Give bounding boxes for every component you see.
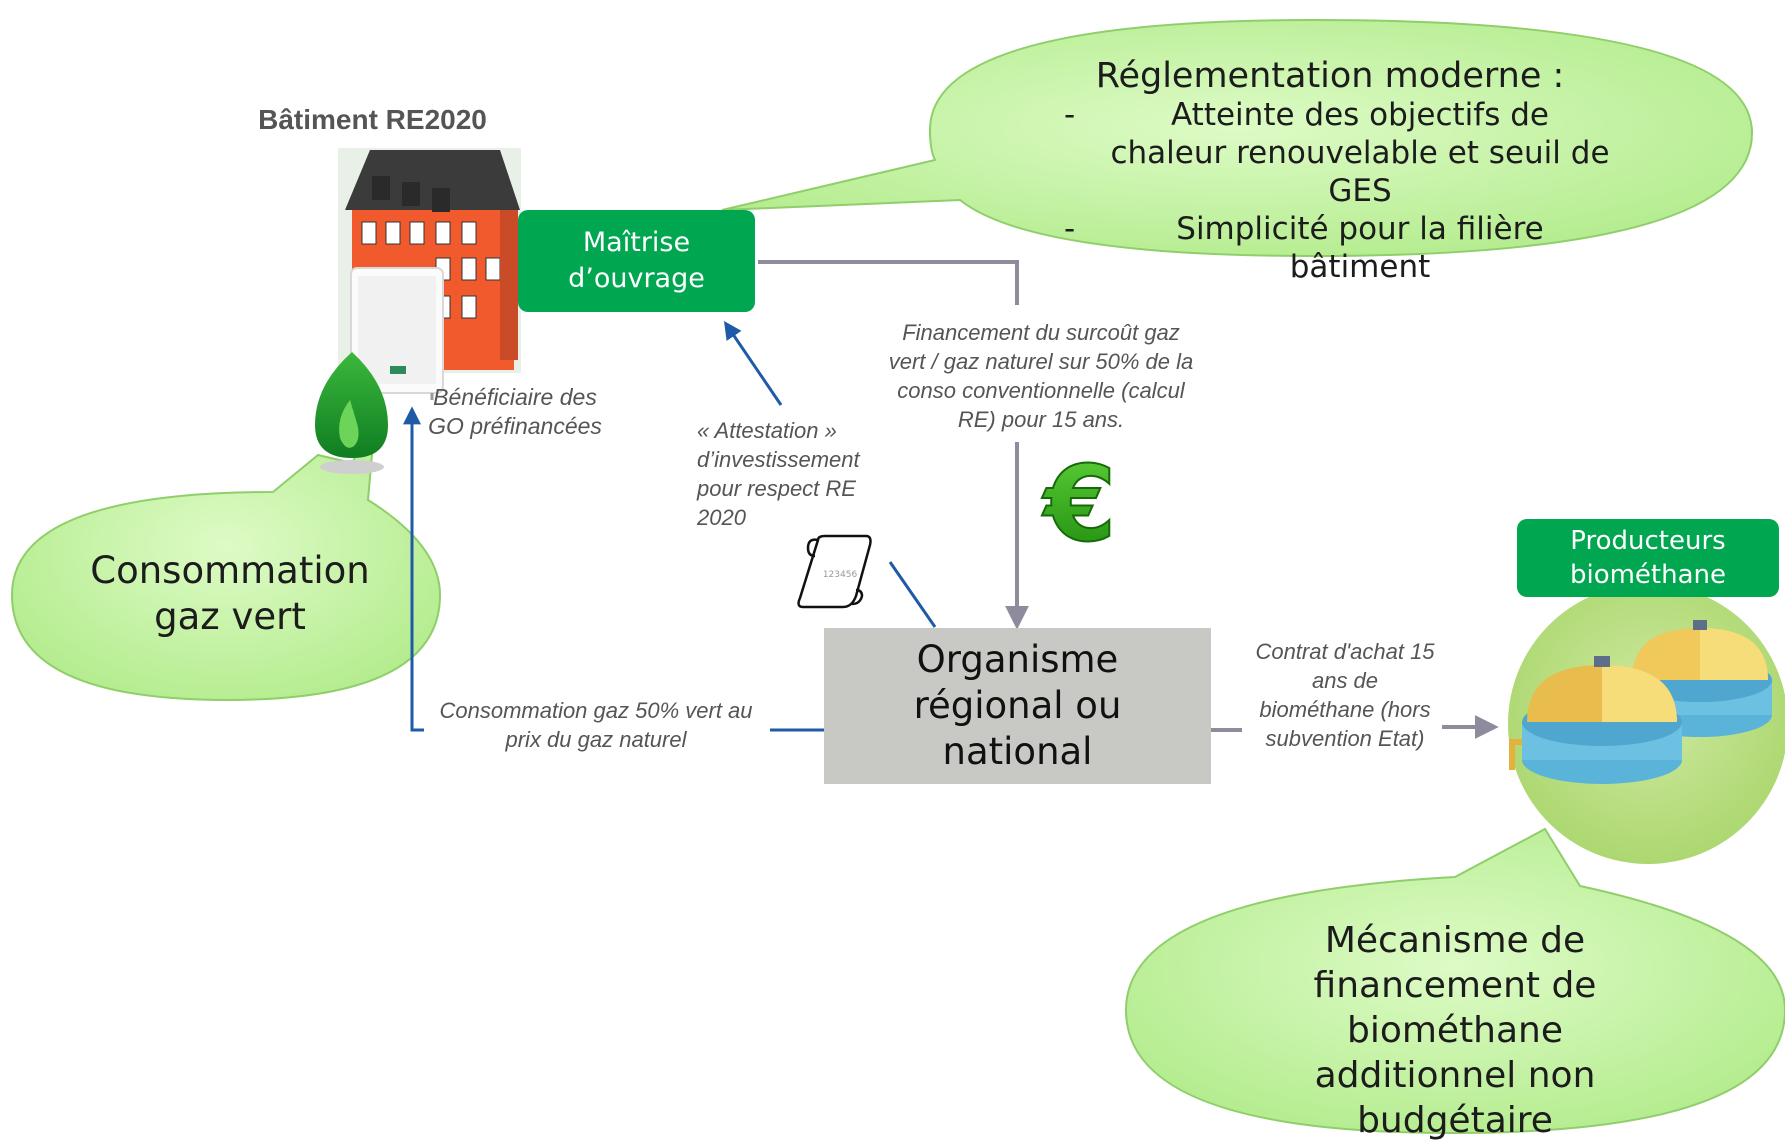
regulation-item: - Simplicité pour la filière bâtiment bbox=[1064, 211, 1544, 285]
line-attestation-lower bbox=[888, 561, 937, 628]
regulation-bullet: - bbox=[1064, 97, 1076, 133]
producteurs-label: Producteurs biométhane bbox=[1569, 526, 1727, 590]
arrow-financement bbox=[758, 260, 1019, 305]
financement-note: Financement du surcoût gaz vert / gaz na… bbox=[888, 320, 1194, 432]
organisme-label: Organisme régional ou national bbox=[913, 638, 1122, 773]
consommation-text: Consommation gaz vert bbox=[90, 549, 370, 638]
attestation-note: « Attestation » d’investissement pour re… bbox=[697, 418, 860, 530]
boiler-image bbox=[350, 267, 444, 400]
regulation-list: - Atteinte des objectifs de chaleur reno… bbox=[1050, 96, 1610, 286]
regulation-title: Réglementation moderne : bbox=[1095, 56, 1565, 96]
mecanisme-text: Mécanisme de financement de biométhane a… bbox=[1313, 920, 1597, 1141]
maitrise-ouvrage-box: Maîtrise d’ouvrage bbox=[518, 210, 755, 312]
arrow-consommation-gaz bbox=[403, 406, 424, 732]
producteurs-box: Producteurs biométhane bbox=[1517, 519, 1779, 597]
regulation-text: Réglementation moderne : - Atteinte des … bbox=[1050, 56, 1610, 286]
beneficiary-note: Bénéficiaire des GO préfinancées bbox=[428, 384, 602, 439]
consommation-bubble bbox=[10, 419, 442, 702]
svg-text:€: € bbox=[1042, 443, 1116, 565]
regulation-item: - Atteinte des objectifs de chaleur reno… bbox=[1064, 97, 1610, 209]
arrow-attestation bbox=[723, 321, 783, 406]
scroll-text: 123456 bbox=[823, 570, 858, 580]
mecanisme-bubble bbox=[1124, 827, 1785, 1135]
consommation-gaz-note: Consommation gaz 50% vert au prix du gaz… bbox=[439, 698, 753, 752]
maitrise-ouvrage-label: Maîtrise d’ouvrage bbox=[568, 227, 705, 294]
contrat-note: Contrat d'achat 15 ans de biométhane (ho… bbox=[1255, 639, 1435, 751]
green-flame-icon bbox=[315, 352, 388, 474]
biomethane-plant-image bbox=[1508, 584, 1785, 864]
building-title: Bâtiment RE2020 bbox=[258, 104, 487, 135]
euro-icon: € bbox=[1041, 442, 1117, 566]
scroll-icon: 123456 bbox=[797, 534, 872, 609]
regulation-bullet: - bbox=[1064, 211, 1076, 247]
regulation-bubble bbox=[721, 18, 1754, 258]
organisme-box: Organisme régional ou national bbox=[824, 628, 1211, 784]
